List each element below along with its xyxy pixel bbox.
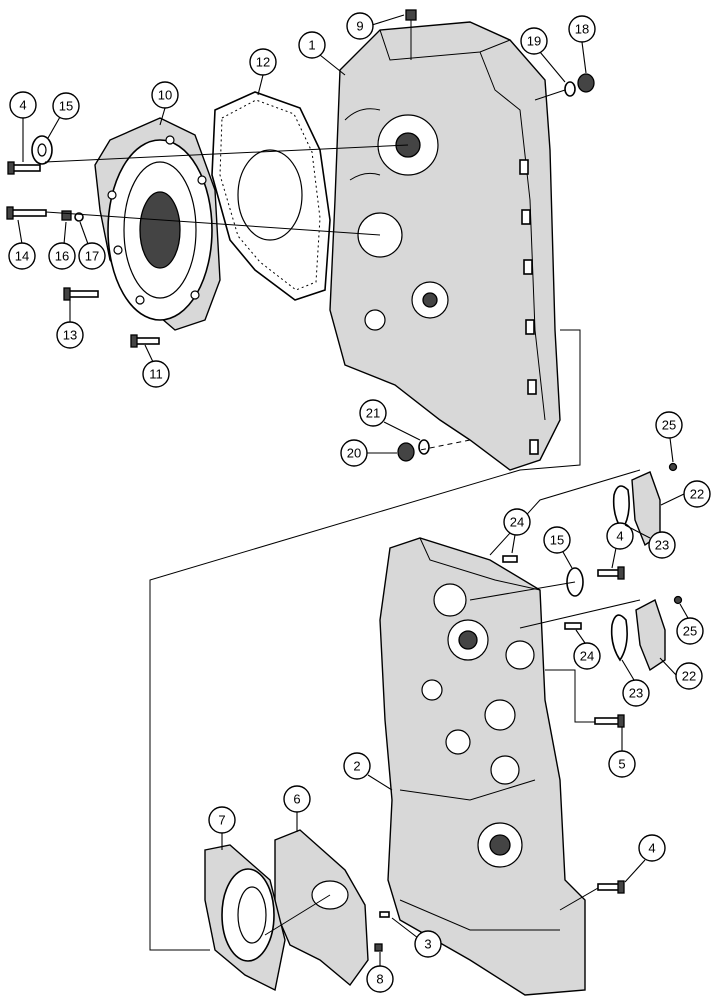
- callout-8-label: 8: [376, 972, 383, 987]
- callout-2-label: 2: [353, 759, 360, 774]
- callout-14-label: 14: [15, 249, 29, 264]
- callout-7: 7: [208, 806, 236, 850]
- callout-25-lower-label: 25: [683, 624, 697, 639]
- callout-23-upper: 23: [624, 524, 676, 559]
- plug-9-part: [405, 9, 417, 21]
- callout-4-upper: 4: [9, 91, 37, 162]
- bolt-4-lower-part: [597, 880, 625, 894]
- callout-23-upper-label: 23: [655, 538, 669, 553]
- spring-24-lower-part: [564, 622, 582, 630]
- callout-12: 12: [249, 48, 277, 96]
- callout-21: 21: [359, 399, 421, 441]
- callout-12-label: 12: [256, 55, 270, 70]
- callout-22-lower-label: 22: [682, 669, 696, 684]
- callout-15-lower-label: 15: [550, 533, 564, 548]
- callout-5: 5: [608, 727, 636, 778]
- plug-25-upper-part: [668, 462, 678, 472]
- callout-19: 19: [520, 27, 566, 83]
- callout-22-upper: 22: [660, 480, 711, 508]
- callout-22-lower: 22: [659, 657, 703, 690]
- callout-4-lower: 4: [624, 834, 666, 883]
- bolt-4-upper-part: [7, 161, 41, 175]
- callout-22-upper-label: 22: [690, 487, 704, 502]
- callout-3-label: 3: [424, 937, 431, 952]
- lower-housing-part: [379, 537, 586, 996]
- oring-21-part: [418, 439, 430, 455]
- callout-1: 1: [298, 31, 346, 76]
- callout-3: 3: [391, 917, 442, 958]
- callout-16-label: 16: [55, 249, 69, 264]
- callout-7-label: 7: [218, 813, 225, 828]
- plug-20-part: [397, 442, 415, 462]
- plug-18-part: [577, 73, 595, 93]
- callout-15-upper-label: 15: [59, 99, 73, 114]
- callout-18-label: 18: [575, 22, 589, 37]
- dowel-3-part: [379, 911, 390, 918]
- callout-23-lower-label: 23: [629, 686, 643, 701]
- callout-20-label: 20: [347, 446, 361, 461]
- adapter-flange-part: [94, 117, 221, 331]
- callout-9: 9: [346, 12, 405, 40]
- callout-11-label: 11: [149, 367, 163, 382]
- callout-17: 17: [78, 221, 106, 270]
- callout-25-lower: 25: [676, 603, 704, 645]
- callout-4-lower-label: 4: [648, 841, 655, 856]
- callout-14: 14: [8, 219, 36, 270]
- callout-24-lower: 24: [573, 629, 601, 670]
- oring-19-part: [564, 81, 576, 97]
- gasket-part: [211, 91, 331, 301]
- callout-16: 16: [48, 221, 76, 270]
- bolt-4-mid-part: [597, 566, 625, 580]
- callout-5-label: 5: [618, 757, 625, 772]
- callout-10: 10: [151, 81, 179, 126]
- spring-24-upper-part: [502, 555, 518, 563]
- plug-25-lower-part: [673, 595, 683, 605]
- assembly-lines: [44, 20, 641, 951]
- callout-13-label: 13: [63, 328, 77, 343]
- callout-25-upper-label: 25: [662, 418, 676, 433]
- callout-13: 13: [56, 300, 84, 349]
- callout-21-label: 21: [366, 406, 380, 421]
- bolt-11-part: [130, 334, 160, 348]
- callout-10-label: 10: [158, 88, 172, 103]
- oring-17-part: [74, 212, 84, 222]
- cover-plate-part: [274, 829, 369, 987]
- callout-1-label: 1: [308, 38, 315, 53]
- callout-23-lower: 23: [621, 659, 650, 707]
- seal-carrier-part: [204, 844, 286, 992]
- callout-4-middle-label: 4: [616, 529, 623, 544]
- callout-8: 8: [366, 952, 394, 993]
- bolt-5-part: [594, 714, 625, 728]
- callout-20: 20: [340, 439, 397, 467]
- seal-23-upper-part: [612, 485, 630, 532]
- callout-11: 11: [142, 344, 170, 388]
- callout-24-upper-label: 24: [510, 515, 524, 530]
- callout-6-label: 6: [293, 792, 300, 807]
- callout-9-label: 9: [356, 19, 363, 34]
- main-housing-part: [329, 21, 561, 471]
- plug-16-part: [61, 210, 72, 221]
- bolt-13-part: [63, 287, 99, 301]
- callout-4-middle: 4: [606, 522, 634, 569]
- callout-15-upper: 15: [47, 92, 80, 139]
- callout-15-lower: 15: [543, 526, 573, 569]
- callout-24-lower-label: 24: [580, 649, 594, 664]
- seal-23-lower-part: [610, 614, 628, 662]
- callout-17-label: 17: [85, 249, 99, 264]
- plate-22-lower-part: [635, 598, 666, 672]
- plug-8-part: [374, 943, 383, 952]
- callout-24-upper: 24: [503, 508, 531, 554]
- washer-15-upper-part: [31, 135, 53, 165]
- callout-18: 18: [568, 15, 596, 74]
- callout-4-upper-label: 4: [19, 98, 26, 113]
- callout-2: 2: [343, 752, 393, 791]
- bolt-14-part: [6, 206, 47, 220]
- callout-25-upper: 25: [655, 411, 683, 463]
- callout-19-label: 19: [527, 34, 541, 49]
- callout-6: 6: [283, 785, 311, 832]
